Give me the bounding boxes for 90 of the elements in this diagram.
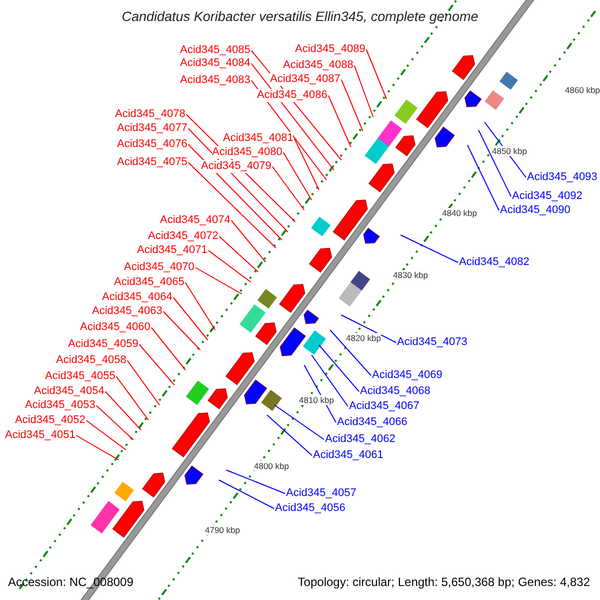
leader-line — [208, 250, 252, 282]
gene-label: Acid345_4073 — [397, 336, 468, 349]
leader-line — [400, 234, 458, 263]
gene-label: Acid345_4092 — [512, 190, 582, 203]
leader-line — [340, 79, 364, 132]
gene-label: Acid345_4057 — [286, 487, 356, 500]
leader-line — [318, 344, 360, 392]
gene-label: Acid345_4066 — [337, 416, 408, 429]
gene-label: Acid345_4055 — [45, 370, 116, 383]
leader-line — [328, 95, 352, 148]
gene-label: Acid345_4069 — [372, 369, 442, 382]
gene-label: Acid345_4077 — [117, 122, 188, 135]
leader-line — [478, 130, 512, 197]
leader-line — [230, 220, 266, 262]
scale-label: 4790 kbp — [205, 525, 240, 535]
gene-label: Acid345_4083 — [180, 74, 250, 87]
leader-line — [194, 267, 242, 294]
gene-label: Acid345_4067 — [349, 400, 420, 413]
gene-label: Acid345_4080 — [212, 146, 282, 159]
scale-label: 4850 kbp — [492, 146, 527, 156]
leader-line — [274, 404, 324, 440]
gene-label: Acid345_4089 — [295, 43, 366, 56]
leader-line — [250, 63, 334, 170]
gene-label: Acid345_4086 — [257, 89, 328, 102]
gene-label: Acid345_4059 — [68, 338, 138, 351]
gene-label: Acid345_4078 — [115, 108, 186, 121]
gene-label: Acid345_4061 — [313, 449, 384, 462]
scale-label: 4820 kbp — [346, 333, 381, 343]
gene-label: Acid345_4068 — [360, 385, 430, 398]
genome-info-text: Topology: circular; Length: 5,650,368 bp; Genes: 4,832 — [298, 575, 590, 589]
gene-label: Acid345_4063 — [92, 305, 162, 318]
scale-label: 4840 kbp — [442, 208, 477, 218]
gene-label: Acid345_4090 — [500, 204, 570, 217]
leader-line — [126, 360, 160, 406]
leader-line — [150, 327, 186, 370]
gene-label: Acid345_4065 — [114, 276, 184, 289]
gene-label: Acid345_4071 — [137, 244, 208, 257]
gene-label: Acid345_4084 — [180, 57, 250, 70]
gene-label: Acid345_4079 — [201, 160, 272, 173]
leader-line — [366, 49, 388, 100]
gene-label: Acid345_4053 — [25, 399, 96, 412]
scale-label: 4860 kbp — [565, 85, 600, 95]
gene-label: Acid345_4088 — [283, 59, 354, 72]
leader-line — [172, 297, 208, 340]
gene-label: Acid345_4060 — [80, 321, 150, 334]
leader-line — [250, 80, 327, 180]
leader-line — [188, 162, 276, 248]
leader-line — [294, 138, 320, 190]
leader-line — [340, 314, 396, 343]
gene-label: Acid345_4070 — [124, 261, 194, 274]
scale-label: 4800 kbp — [254, 461, 289, 471]
leader-line — [226, 470, 286, 494]
gene-label: Acid345_4062 — [325, 433, 396, 446]
leader-line — [96, 405, 134, 440]
gene-label: Acid345_4056 — [275, 502, 346, 515]
gene-label: Acid345_4081 — [223, 132, 294, 145]
gene-label: Acid345_4075 — [117, 156, 188, 169]
accession-text: Accession: NC_008009 — [8, 575, 134, 589]
leader-line — [86, 420, 127, 450]
leader-line — [138, 344, 175, 386]
leader-line — [218, 480, 274, 509]
gene-label: Acid345_4093 — [527, 171, 598, 184]
gene-label: Acid345_4064 — [102, 291, 172, 304]
leader-line — [272, 166, 305, 210]
title: Candidatus Koribacter versatilis Ellin345, complete genome — [120, 9, 480, 24]
leader-line — [218, 236, 259, 272]
leader-line — [266, 414, 312, 456]
leader-line — [76, 435, 120, 460]
gene-label: Acid345_4072 — [148, 230, 218, 243]
scale-label: 4830 kbp — [393, 270, 428, 280]
leader-line — [354, 65, 374, 118]
leader-line — [282, 152, 312, 200]
leader-line — [311, 354, 348, 407]
gene-label: Acid345_4082 — [459, 256, 530, 269]
leader-line — [466, 144, 500, 211]
gene-label: Acid345_4054 — [34, 385, 104, 398]
gene-label: Acid345_4052 — [15, 414, 86, 427]
gene-label: Acid345_4074 — [160, 214, 230, 227]
gene-label: Acid345_4051 — [5, 429, 76, 442]
scale-label: 4810 kbp — [299, 395, 334, 405]
gene-label: Acid345_4087 — [270, 73, 340, 86]
leader-line — [104, 391, 142, 430]
leader-line — [162, 311, 201, 350]
leader-line — [116, 376, 149, 420]
gene-label: Acid345_4058 — [56, 354, 126, 367]
leader-line — [188, 144, 282, 240]
leader-line — [184, 282, 216, 330]
gene-label: Acid345_4076 — [117, 138, 188, 151]
gene-label: Acid345_4085 — [180, 44, 250, 57]
leader-line — [330, 330, 372, 376]
